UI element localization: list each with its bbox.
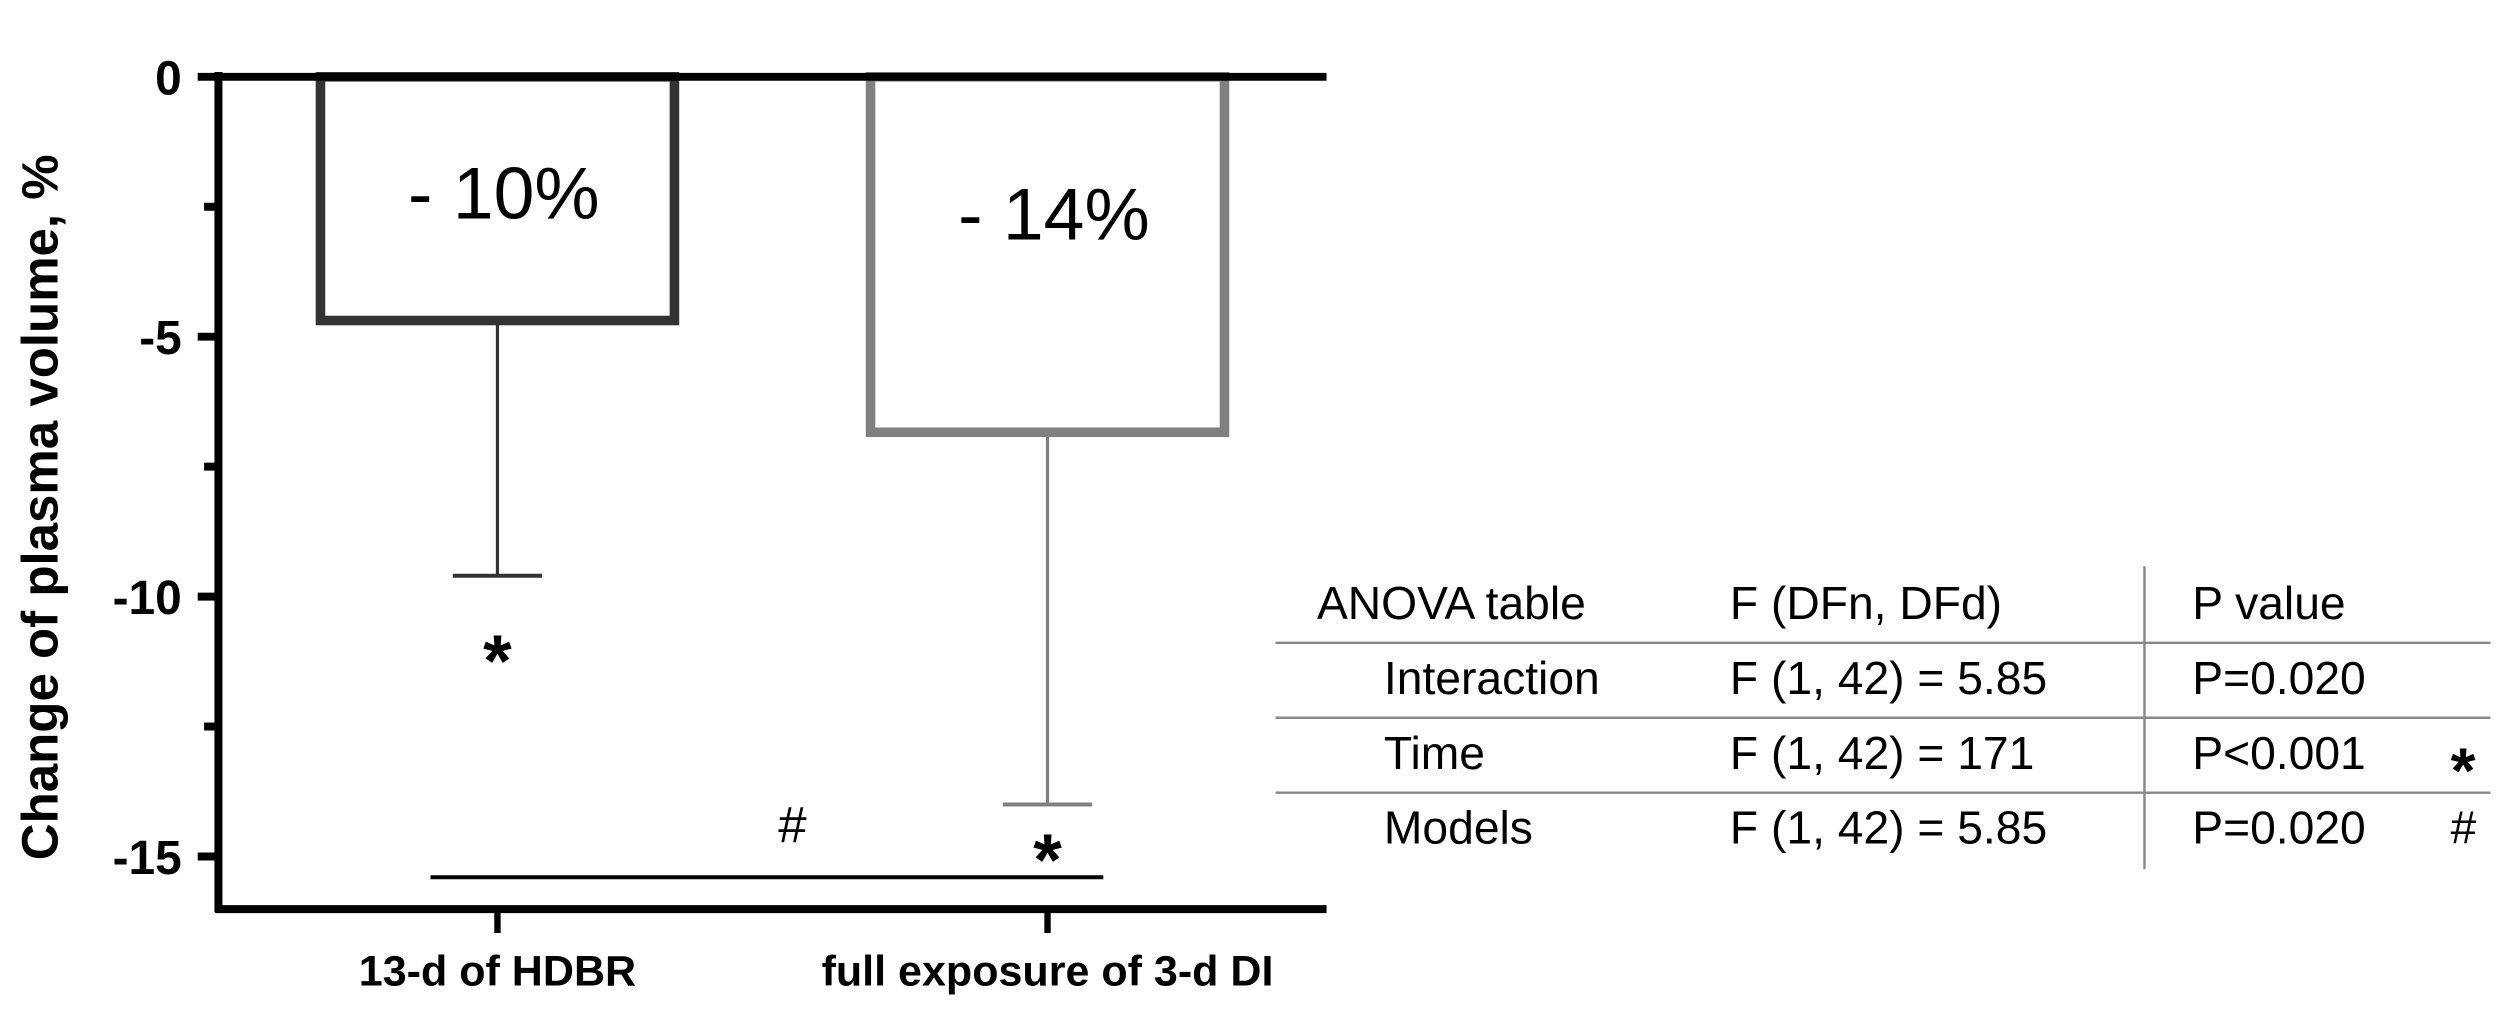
bar-2: [865, 72, 1230, 438]
table-row-mark: #: [2451, 802, 2477, 854]
x-tick-label: 13-d of HDBR: [359, 948, 636, 996]
table-header-p: P value: [2192, 577, 2345, 629]
significance-asterisk: *: [1033, 819, 1062, 901]
table-row-source: Interaction: [1384, 652, 1600, 704]
y-tick-label: -5: [139, 312, 182, 365]
table-row-source: Models: [1384, 802, 1533, 854]
table-row-p: P<0.001: [2192, 727, 2365, 779]
table-header-source: ANOVA table: [1317, 577, 1586, 629]
table-row-p: P=0.020: [2192, 802, 2365, 854]
table-row-source: Time: [1384, 727, 1485, 779]
bar-data-label: - 14%: [958, 173, 1150, 255]
anova-table: ANOVA table F (DFn, DFd) P value Interac…: [1275, 566, 2491, 870]
table-header-f: F (DFn, DFd): [1730, 577, 2002, 629]
table-row-p: P=0.020: [2192, 652, 2365, 704]
table-row-f: F (1, 42) = 5.85: [1730, 802, 2047, 854]
y-tick-label: -10: [113, 572, 182, 625]
table-row-f: F (1, 42) = 171: [1730, 727, 2034, 779]
comparison-hash-mark: #: [778, 796, 807, 853]
significance-asterisk: *: [483, 620, 512, 702]
table-row-f: F (1, 42) = 5.85: [1730, 652, 2047, 704]
x-tick-label: full exposure of 3-d DI: [822, 948, 1274, 996]
y-axis-label: Change of plasma volume, %: [11, 154, 68, 860]
table-row-mark: *: [2451, 735, 2476, 807]
bar-data-label: - 10%: [408, 153, 600, 235]
y-tick-label: -15: [113, 832, 182, 885]
y-tick-label: 0: [155, 52, 182, 105]
